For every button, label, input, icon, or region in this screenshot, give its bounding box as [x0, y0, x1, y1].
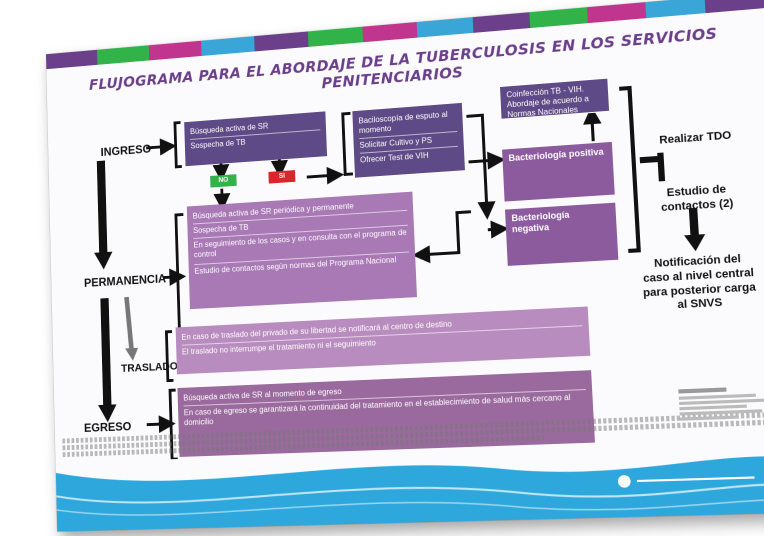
bacteriologia-positiva-label: Bacteriología positiva: [508, 146, 604, 164]
footer-wave: [55, 437, 764, 532]
arrowhead-1: [94, 251, 113, 271]
tb-flowchart-poster: FLUJOGRAMA PARA EL ABORDAJE DE LA TUBERC…: [46, 0, 764, 532]
arrow-traslado: [126, 297, 131, 351]
permanencia-box: Búsqueda activa de SR periódica y perman…: [186, 191, 418, 310]
arrow-permanencia-egreso: [104, 298, 107, 406]
tag-no: NO: [210, 174, 237, 188]
bacteriologia-negativa-box: Bacteriología negativa: [505, 202, 619, 266]
arrowhead-3: [125, 347, 139, 362]
arrow-ingreso-permanencia: [101, 161, 104, 256]
tag-si: SI: [268, 170, 296, 184]
diagnostic-box: Baciloscopía de esputo al momento Solici…: [352, 102, 465, 178]
bacteriologia-negativa-label: Bacteriología negativa: [511, 209, 570, 235]
ministry-logo: [617, 470, 764, 496]
stage-egreso-label: EGRESO: [83, 419, 132, 435]
bacteriologia-positiva-box: Bacteriología positiva: [502, 141, 615, 202]
references-block: [678, 385, 764, 421]
flow-arrows: [46, 0, 764, 532]
estudio-contactos-text: Estudio de contactos (2): [660, 183, 734, 214]
coat-of-arms-icon: [617, 474, 631, 488]
notificacion-text: Notificación del caso al nivel central p…: [642, 252, 757, 312]
